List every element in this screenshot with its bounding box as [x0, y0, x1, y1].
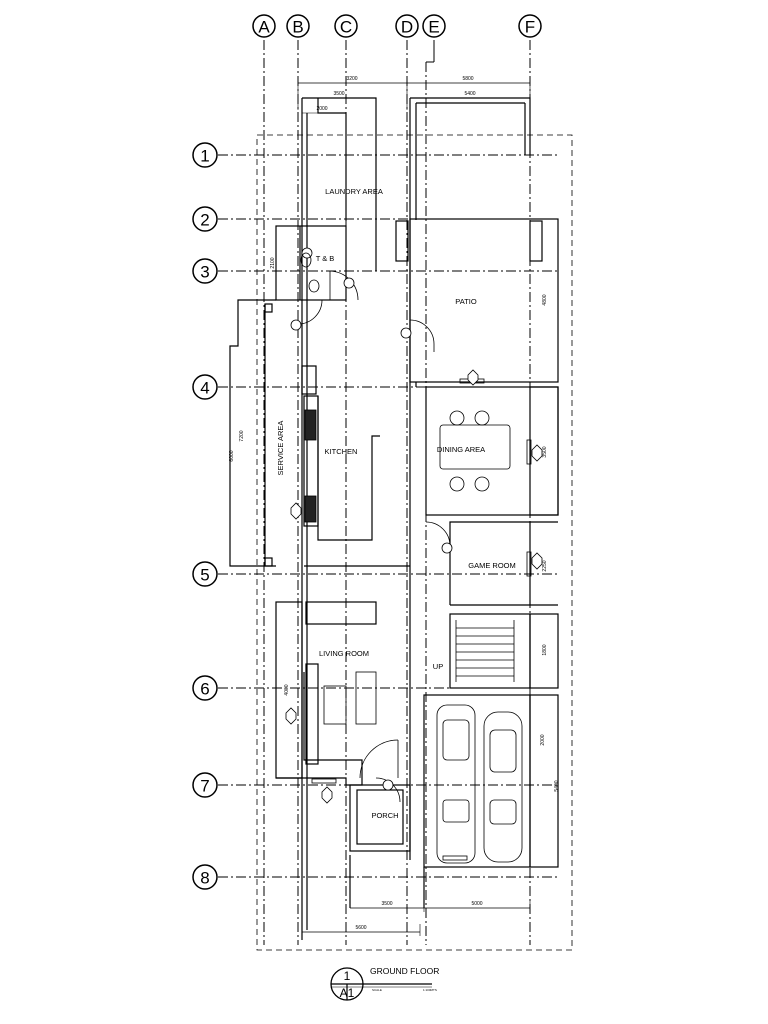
dim-bottom-right: 5000 [471, 901, 482, 907]
grid-label-e: E [428, 18, 439, 37]
grid-label-a: A [258, 18, 270, 37]
scale-value: 1:100MTS [423, 988, 437, 992]
grid-bubble-a [252, 14, 276, 38]
side-dimensions: 2100 7200 6000 4800 3500 2250 1800 2000 … [229, 257, 560, 791]
room-label-porch: PORCH [371, 811, 398, 820]
room-label-service: SERVICE AREA [276, 421, 285, 476]
grid-label-c: C [340, 18, 352, 37]
stair-up-label: UP [433, 662, 443, 671]
grid-bubble-d [395, 14, 419, 38]
grid-label-8: 8 [200, 869, 209, 888]
chair-icon [449, 410, 465, 426]
grid-bubble-f [518, 14, 542, 38]
grid-bubble-c [334, 14, 358, 38]
car-icon [483, 711, 523, 863]
chair-icon [449, 476, 465, 492]
door-tag-icon [400, 327, 412, 339]
grid-label-f: F [525, 18, 535, 37]
chair-icon [474, 476, 490, 492]
door-tag-icon [441, 542, 453, 554]
window-tag-icon [285, 707, 297, 725]
title-block-sheet: A1 [340, 986, 355, 1000]
grid-label-d: D [401, 18, 413, 37]
top-dimensions: 3200 5800 3500 5400 2000 [297, 76, 531, 114]
window-tag-icon [321, 786, 333, 804]
stove-icon [304, 495, 317, 523]
doors [297, 270, 532, 861]
grid-bubble-b [286, 14, 310, 38]
bottom-dimensions: 3500 5000 5600 [301, 900, 531, 936]
svg-text:3500: 3500 [542, 446, 548, 457]
drawing-title: GROUND FLOOR [370, 966, 439, 976]
door-tag-icon [343, 277, 355, 289]
dim-top-sub2: 5400 [464, 91, 475, 97]
room-label-kitchen: KITCHEN [325, 447, 358, 456]
window-tag-icon [531, 444, 543, 462]
sink-icon [308, 279, 320, 293]
room-label-tb: T & B [316, 254, 335, 263]
title-block: 1 A1 GROUND FLOOR SCALE 1:100MTS [330, 966, 439, 1001]
window-tag-icon [531, 552, 543, 570]
room-label-dining: DINING AREA [437, 445, 485, 454]
row-bubbles: 1 2 3 4 5 6 7 8 [192, 142, 218, 890]
lot-boundary [256, 134, 573, 951]
dim-bottom-left: 3500 [381, 901, 392, 907]
kitchen-sink-icon [304, 409, 317, 441]
chair-icon [474, 410, 490, 426]
grid-label-7: 7 [200, 777, 209, 796]
room-label-laundry: LAUNDRY AREA [325, 187, 383, 196]
room-label-living: LIVING ROOM [319, 649, 369, 658]
sofa-chair [355, 671, 377, 725]
car-icon [436, 704, 476, 864]
svg-text:4000: 4000 [284, 684, 290, 695]
grid-bubble-e [422, 14, 446, 38]
svg-text:7200: 7200 [239, 430, 245, 441]
room-label-patio: PATIO [455, 297, 477, 306]
toilet-icon [300, 252, 312, 268]
grid-label-b: B [292, 18, 303, 37]
svg-text:1800: 1800 [542, 644, 548, 655]
grid-label-3: 3 [200, 263, 209, 282]
svg-text:5400: 5400 [554, 780, 560, 791]
svg-text:2100: 2100 [270, 257, 276, 268]
svg-text:6000: 6000 [229, 450, 235, 461]
column-bubbles: A B C D E F [252, 14, 542, 38]
svg-text:4800: 4800 [542, 294, 548, 305]
sofa-chair [323, 685, 347, 725]
window-tag-icon [467, 369, 479, 386]
dim-top-sub1: 3500 [333, 91, 344, 97]
grid-label-1: 1 [200, 147, 209, 166]
grid-label-5: 5 [200, 566, 209, 585]
dining-table [439, 424, 511, 470]
door-tag-icon [290, 319, 302, 331]
room-labels: LAUNDRY AREA T & B PATIO SERVICE AREA KI… [276, 187, 516, 820]
door-tag-icon [382, 779, 394, 791]
svg-text:2000: 2000 [540, 734, 546, 745]
window-tag-icon [290, 502, 302, 520]
title-block-number: 1 [344, 969, 351, 983]
fixtures [300, 252, 523, 864]
room-label-game: GAME ROOM [468, 561, 516, 570]
grid-label-6: 6 [200, 680, 209, 699]
dim-top-right: 5800 [462, 76, 473, 82]
dim-top-sub3: 2000 [316, 106, 327, 112]
dim-bottom-total: 5600 [355, 925, 366, 931]
grid-label-2: 2 [200, 211, 209, 230]
grid-label-4: 4 [200, 379, 209, 398]
svg-text:2250: 2250 [542, 560, 548, 571]
scale-label: SCALE [372, 988, 382, 992]
walls [229, 97, 559, 940]
dim-top-left: 3200 [346, 76, 357, 82]
